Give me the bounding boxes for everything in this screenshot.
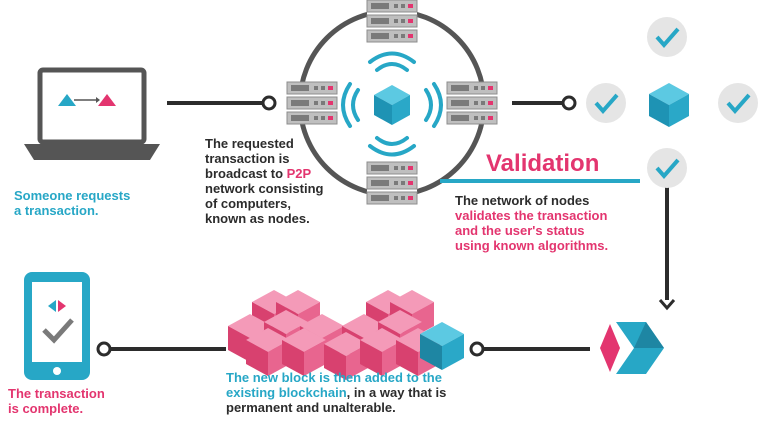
step2-caption: The requested transaction is broadcast t…	[205, 136, 323, 226]
step1-caption-line1: Someone requests	[14, 188, 131, 203]
server-top-icon	[366, 0, 418, 43]
step2-line1: The requested	[205, 136, 294, 151]
step4-line1: The new block is then added to the	[226, 370, 442, 385]
validation-title: Validation	[486, 150, 600, 177]
step2-line3b: P2P	[286, 166, 312, 181]
next-arrow-icon	[600, 322, 664, 374]
step3-line3: and the user's status	[455, 223, 585, 238]
server-left-icon	[286, 81, 338, 125]
check-circle-left-icon	[586, 83, 626, 123]
step5-caption-line1: The transaction	[8, 386, 105, 401]
connector-dot-2	[561, 95, 577, 111]
step3-line1: The network of nodes	[455, 193, 590, 208]
step4-line2: existing blockchain, in a way that is	[226, 385, 446, 400]
step3-caption: The network of nodes validates the trans…	[455, 193, 608, 253]
connector-dot-3	[96, 341, 112, 357]
connector-dot-1	[261, 95, 277, 111]
arrow-down-icon	[658, 299, 676, 311]
laptop-icon	[24, 67, 160, 160]
step2-line4: network consisting	[205, 181, 324, 196]
check-circle-right-icon	[718, 83, 758, 123]
blockchain-cubes	[228, 290, 464, 380]
step2-line3: broadcast to P2P	[205, 166, 323, 181]
step5-caption: The transaction is complete.	[8, 386, 105, 416]
step2-line6: known as nodes.	[205, 211, 310, 226]
server-bottom-icon	[366, 161, 418, 205]
step2-line3a: broadcast to	[205, 166, 287, 181]
step4-line2b: , in a way that is	[346, 385, 447, 400]
phone-icon	[24, 272, 90, 380]
step1-caption-line2: a transaction.	[14, 203, 99, 218]
step3-line4: using known algorithms.	[455, 238, 609, 253]
step2-line2: transaction is	[205, 151, 290, 166]
step4-caption: The new block is then added to the exist…	[226, 370, 446, 415]
server-right-icon	[446, 81, 498, 125]
step4-line3: permanent and unalterable.	[226, 400, 396, 415]
node-network	[286, 0, 498, 205]
connector-dot-4	[469, 341, 485, 357]
center-cube-icon	[374, 85, 410, 125]
check-circle-top-icon	[647, 17, 687, 57]
validation-underline	[440, 179, 640, 183]
step3-line2: validates the transaction	[455, 208, 608, 223]
validation-nodes	[586, 17, 758, 188]
step1-caption: Someone requests a transaction.	[14, 188, 130, 218]
step4-line2a: existing blockchain	[226, 385, 347, 400]
broadcast-waves-icon	[341, 51, 443, 157]
step2-line5: of computers,	[205, 196, 291, 211]
step5-caption-line2: is complete.	[8, 401, 84, 416]
validation-cube-icon	[649, 83, 689, 127]
check-circle-bottom-icon	[647, 148, 687, 188]
